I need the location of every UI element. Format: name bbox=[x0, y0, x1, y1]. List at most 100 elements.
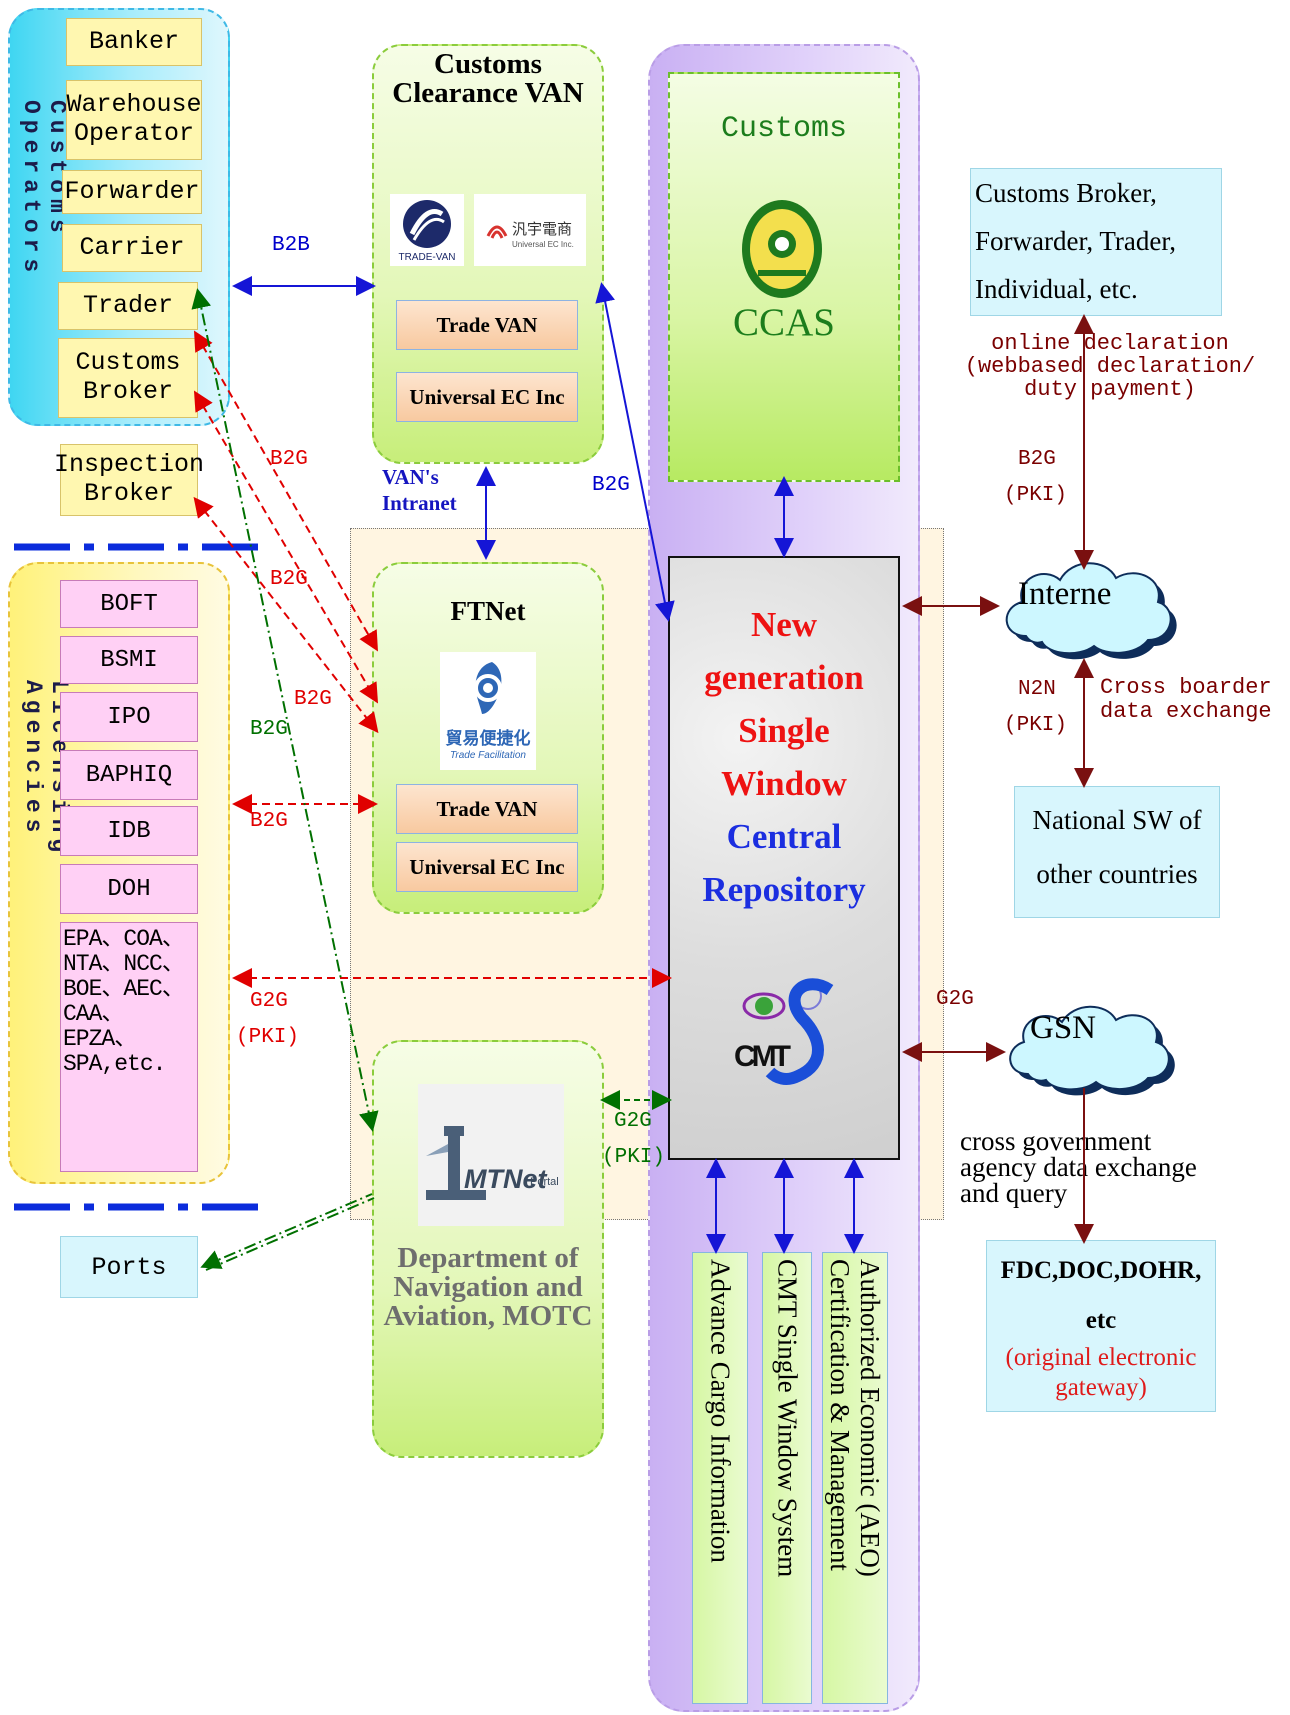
trade-facilitation-logo-text: 貿易便捷化 bbox=[445, 729, 531, 748]
b2g-internet-pki-label: (PKI) bbox=[1004, 484, 1068, 507]
trade-facilitation-logo-sub: Trade Facilitation bbox=[450, 750, 526, 761]
trade-van-logo-text: TRADE-VAN bbox=[398, 252, 456, 263]
cmt-single-window-label: CMT Single Window System bbox=[772, 1259, 803, 1578]
ftnet-universal-ec-box: Universal EC Inc bbox=[396, 842, 578, 892]
warehouse-operator-box: Warehouse Operator bbox=[66, 80, 202, 160]
universal-ec-logo-sub: Universal EC Inc. bbox=[512, 240, 574, 249]
national-sw-line-1: National SW of bbox=[1032, 805, 1202, 835]
b2g-van-central-label: B2G bbox=[592, 474, 630, 497]
central-repository-text: New generation Single Window Central Rep… bbox=[668, 598, 900, 916]
cross-gov-line-1: cross government bbox=[960, 1126, 1152, 1156]
n2n-label: N2N bbox=[1018, 678, 1056, 701]
b2g-label-2: B2G bbox=[270, 568, 308, 591]
fdc-line-3: (original electronic bbox=[1005, 1344, 1197, 1371]
central-line-2: generation bbox=[704, 658, 864, 697]
online-declaration-line-2: (webbased declaration/ bbox=[964, 354, 1256, 379]
b2g-label-4: B2G bbox=[250, 810, 288, 833]
mtnet-logo: MTNet Portal bbox=[418, 1084, 564, 1226]
central-line-5: Central bbox=[726, 817, 842, 856]
cross-gov-label: cross government agency data exchange an… bbox=[960, 1126, 1197, 1207]
bsmi-box: BSMI bbox=[60, 636, 198, 684]
b2g-internet-label: B2G bbox=[1018, 448, 1056, 471]
other-agencies-box: EPA、COA、NTA、NCC、BOE、AEC、CAA、EPZA、SPA,etc… bbox=[60, 922, 198, 1172]
universal-ec-logo-text: 汎宇電商 bbox=[512, 221, 573, 238]
g2g-motc-label: G2G bbox=[614, 1110, 652, 1133]
trader-box: Trader bbox=[58, 282, 198, 330]
mtnet-logo-text: MTNet bbox=[464, 1164, 547, 1194]
carrier-box: Carrier bbox=[62, 224, 202, 272]
cross-border-label: Cross boarder data exchange bbox=[1100, 676, 1272, 724]
ipo-box: IPO bbox=[60, 692, 198, 742]
national-sw-box: National SW of other countries bbox=[1014, 786, 1220, 918]
boft-box: BOFT bbox=[60, 580, 198, 628]
cross-border-line-2: data exchange bbox=[1100, 699, 1272, 724]
inspection-ftnet-arrow bbox=[193, 496, 379, 734]
customs-emblem-icon bbox=[742, 200, 822, 298]
cmt-logo-text: CMT bbox=[734, 1040, 791, 1073]
g2g-pki-label: (PKI) bbox=[236, 1026, 300, 1049]
gsn-label: GSN bbox=[1030, 1010, 1097, 1046]
universal-ec-logo: 汎宇電商 Universal EC Inc. bbox=[474, 194, 586, 266]
central-line-3: Single bbox=[738, 711, 830, 750]
van-to-central-arrow bbox=[595, 282, 675, 622]
trader-motc-arrow bbox=[191, 288, 379, 1132]
customs-operators-label: Customs Operators bbox=[18, 100, 70, 279]
broker-ftnet-arrow-1 bbox=[194, 330, 378, 652]
customs-label: Customs bbox=[720, 112, 848, 146]
customs-broker-box: Customs Broker bbox=[58, 338, 198, 418]
g2g-motc-pki-label: (PKI) bbox=[602, 1146, 666, 1169]
broker-ftnet-arrow-2 bbox=[193, 390, 379, 704]
g2g-gsn-label: G2G bbox=[936, 988, 974, 1011]
banker-box: Banker bbox=[66, 18, 202, 66]
national-sw-line-2: other countries bbox=[1036, 859, 1198, 889]
b2g-label-3: B2G bbox=[294, 688, 332, 711]
online-declaration-line-3: duty payment) bbox=[1024, 377, 1196, 402]
online-declaration-line-1: online declaration bbox=[991, 331, 1229, 356]
fdc-box: FDC,DOC,DOHR, etc (original electronic g… bbox=[986, 1240, 1216, 1412]
forwarder-box: Forwarder bbox=[62, 170, 202, 214]
b2g-label-1: B2G bbox=[270, 448, 308, 471]
fdc-line-1: FDC,DOC,DOHR, bbox=[1000, 1257, 1202, 1284]
central-line-4: Window bbox=[721, 764, 847, 803]
trade-van-logo: TRADE-VAN bbox=[390, 194, 464, 266]
inspection-broker-box: Inspection Broker bbox=[54, 444, 204, 516]
aeo-label: Authorized Economic (AEO) Certification … bbox=[825, 1259, 885, 1577]
internet-label: Interne bbox=[1018, 576, 1112, 612]
g2g-label: G2G bbox=[250, 990, 288, 1013]
central-line-1: New bbox=[750, 605, 818, 644]
motc-title: Department of Navigation and Aviation, M… bbox=[383, 1242, 593, 1332]
lighthouse-icon bbox=[426, 1126, 486, 1200]
taiwan-icon bbox=[474, 662, 502, 714]
fdc-line-4: gateway) bbox=[1055, 1374, 1147, 1401]
trade-van-logo-icon bbox=[403, 200, 451, 248]
trade-facilitation-logo: 貿易便捷化 Trade Facilitation bbox=[440, 652, 536, 770]
vans-intranet-label: VAN's Intranet bbox=[382, 465, 457, 515]
doh-box: DOH bbox=[60, 864, 198, 914]
cross-border-line-1: Cross boarder bbox=[1100, 675, 1272, 700]
cmt-single-window-box: CMT Single Window System bbox=[762, 1252, 812, 1704]
ccas-label: CCAS bbox=[733, 301, 835, 344]
motc-ports-arrow-b bbox=[205, 1197, 375, 1271]
cross-gov-line-2: agency data exchange bbox=[960, 1152, 1197, 1182]
online-declaration-label: online declaration (webbased declaration… bbox=[960, 332, 1260, 401]
cmt-logo-icon bbox=[742, 978, 834, 1085]
brokers-box: Customs Broker, Forwarder, Trader, Indiv… bbox=[970, 168, 1222, 316]
brokers-line-3: Individual, etc. bbox=[975, 274, 1138, 304]
b2b-label: B2B bbox=[272, 234, 310, 257]
van-universal-ec-box: Universal EC Inc bbox=[396, 372, 578, 422]
ftnet-trade-van-box: Trade VAN bbox=[396, 784, 578, 834]
brokers-line-2: Forwarder, Trader, bbox=[975, 226, 1177, 256]
mtnet-logo-sub: Portal bbox=[530, 1176, 559, 1188]
ports-box: Ports bbox=[60, 1236, 198, 1298]
b2g-green-label: B2G bbox=[250, 718, 288, 741]
central-repository-box bbox=[668, 556, 900, 1160]
advance-cargo-label: Advance Cargo Information bbox=[705, 1259, 736, 1563]
van-trade-van-box: Trade VAN bbox=[396, 300, 578, 350]
baphiq-box: BAPHIQ bbox=[60, 750, 198, 800]
internet-cloud-icon bbox=[1005, 562, 1177, 660]
central-line-6: Repository bbox=[702, 870, 866, 909]
motc-ports-arrow-a bbox=[200, 1193, 373, 1269]
advance-cargo-box: Advance Cargo Information bbox=[692, 1252, 748, 1704]
idb-box: IDB bbox=[60, 806, 198, 856]
brokers-line-1: Customs Broker, bbox=[975, 178, 1157, 208]
